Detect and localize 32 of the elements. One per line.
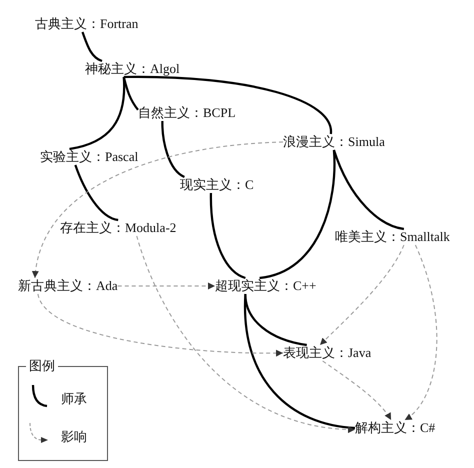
node-label: 唯美主义：Smalltalk — [335, 229, 450, 245]
dashed-arrow — [37, 294, 284, 357]
node-label: 古典主义：Fortran — [35, 16, 138, 32]
node-label: 神秘主义：Algol — [85, 61, 180, 77]
curve-line — [161, 121, 185, 178]
dashed-arrow — [32, 142, 284, 278]
legend-text: 师承 — [61, 391, 87, 407]
curve-line — [244, 294, 356, 430]
node-label: 表现主义：Java — [283, 345, 372, 361]
dashed-arrow — [320, 244, 404, 346]
node-label: 解构主义：C# — [355, 420, 436, 436]
curve-line — [69, 76, 126, 150]
node-label: 浪漫主义：Simula — [283, 134, 385, 150]
dashed-arrow — [322, 360, 392, 420]
curve-line — [259, 150, 336, 280]
dashed-arrow — [117, 282, 216, 290]
node-label: 现实主义：C — [180, 177, 254, 193]
curve-line — [332, 150, 404, 230]
curve-line — [74, 164, 118, 222]
node-label: 新古典主义：Ada — [18, 278, 118, 294]
curve-line — [122, 76, 139, 110]
curve-line — [81, 32, 102, 62]
dashed-arrow — [404, 244, 438, 420]
node-label: 实验主义：Pascal — [40, 149, 138, 165]
node-label: 自然主义：BCPL — [138, 105, 236, 121]
legend-text: 影响 — [61, 429, 87, 445]
node-label: 超现实主义：C++ — [215, 278, 316, 294]
curve-line — [210, 192, 246, 280]
dashed-arrow — [136, 236, 356, 433]
curve-line — [124, 76, 332, 134]
node-label: 存在主义：Modula-2 — [60, 220, 176, 236]
legend-title: 图例 — [26, 358, 58, 374]
